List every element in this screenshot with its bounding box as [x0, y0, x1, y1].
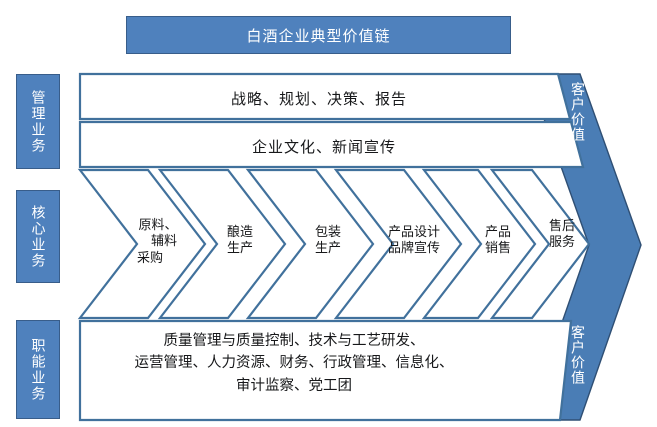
core-chevron-2-shape[interactable]: [157, 168, 287, 320]
functional-block-line-3: 审计监察、党工团: [236, 377, 352, 394]
sidebar-label-management-business: 管理业务: [30, 89, 47, 154]
management-row-2-label: 企业文化、新闻宣传: [251, 139, 396, 156]
sidebar-label-functional-business: 职能业务: [30, 337, 47, 402]
functional-block-line-2: 运营管理、人力资源、财务、行政管理、信息化、: [134, 355, 454, 372]
functional-block-line-1: 质量管理与质量控制、技术与工艺研发、: [163, 333, 425, 349]
core-chevron-6-line-1: 售后: [548, 218, 575, 233]
core-chevron-1-line-1: 原料、: [138, 217, 178, 232]
customer-value-label-bottom: 客户价值: [568, 325, 588, 388]
core-chevron-2-line-2: 生产: [226, 240, 253, 256]
core-chevron-5-line-2: 销售: [484, 240, 511, 256]
core-chevron-4-label: 产品设计 品牌宣传: [372, 224, 456, 257]
core-chevron-3-line-1: 包装: [314, 224, 341, 239]
diagram-title-text: 白酒企业典型价值链: [246, 27, 391, 45]
customer-value-text-top: 客户价值: [570, 82, 586, 142]
diagram-title-box: 白酒企业典型价值链: [126, 16, 511, 54]
customer-value-label-top: 客户价值: [568, 82, 588, 145]
core-chevron-1-label: 原料、 辅料 采购: [118, 217, 198, 266]
core-chevron-6-label: 售后 服务: [536, 218, 588, 251]
management-row-1-shape[interactable]: [78, 72, 572, 121]
customer-value-text-bottom: 客户价值: [570, 325, 586, 385]
core-chevron-5-line-1: 产品: [484, 224, 511, 239]
sidebar-item-core-business[interactable]: 核心业务: [16, 190, 60, 283]
core-chevron-6-line-2: 服务: [548, 234, 575, 250]
core-chevron-1-line-2: 辅料: [150, 233, 177, 249]
core-chevron-5-shape[interactable]: [421, 168, 537, 320]
core-chevron-4-shape[interactable]: [333, 168, 463, 320]
core-chevron-3-label: 包装 生产: [296, 224, 360, 257]
core-chevron-2-line-1: 酿造: [226, 224, 253, 239]
core-chevron-3-line-2: 生产: [314, 240, 341, 256]
management-row-2-shape[interactable]: [78, 120, 585, 169]
core-chevron-3-shape[interactable]: [245, 168, 375, 320]
sidebar-label-core-business: 核心业务: [30, 204, 47, 269]
sidebar-item-functional-business[interactable]: 职能业务: [16, 320, 60, 419]
core-chevron-4-line-1: 产品设计: [387, 224, 440, 239]
core-chevron-1-shape[interactable]: [77, 168, 207, 320]
sidebar-item-management-business[interactable]: 管理业务: [16, 74, 60, 169]
core-chevron-2-label: 酿造 生产: [208, 224, 272, 257]
core-chevron-1-line-3: 采购: [136, 249, 163, 265]
management-row-1-label: 战略、规划、决策、报告: [230, 91, 407, 108]
core-chevron-5-label: 产品 销售: [466, 224, 530, 257]
core-chevron-4-line-2: 品牌宣传: [387, 240, 440, 256]
functional-block-shape[interactable]: [78, 319, 573, 422]
core-chevron-6-shape[interactable]: [489, 168, 591, 320]
functional-block-label: 质量管理与质量控制、技术与工艺研发、 运营管理、人力资源、财务、行政管理、信息化…: [84, 330, 504, 397]
